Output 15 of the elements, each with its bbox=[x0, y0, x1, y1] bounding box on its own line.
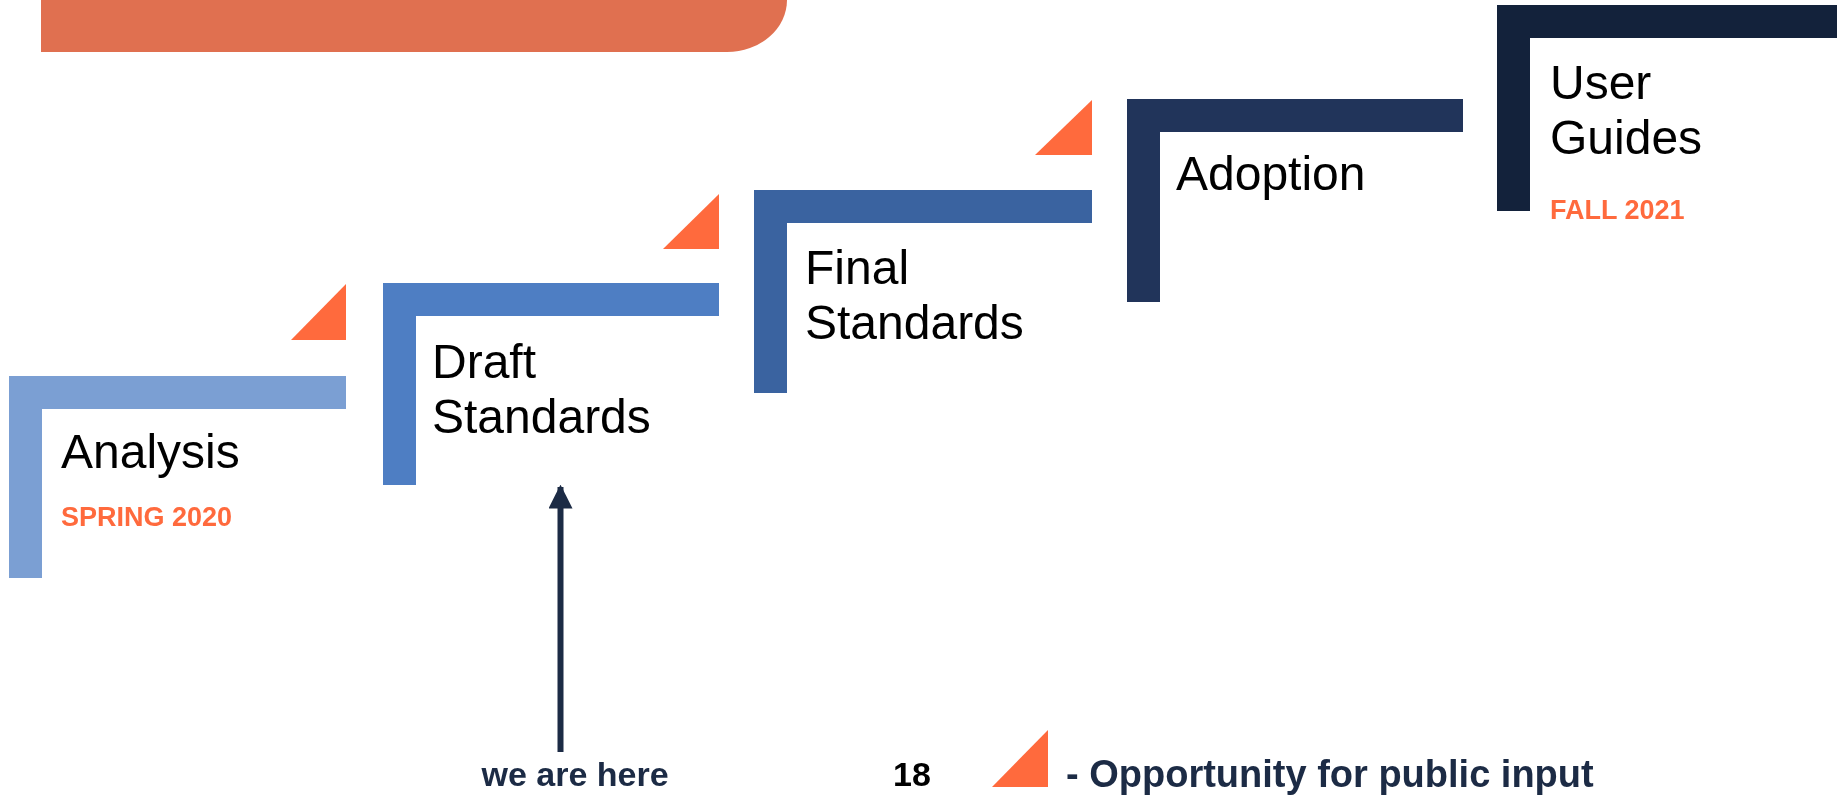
date-label: SPRING 2020 bbox=[61, 502, 233, 534]
page-number: 18 bbox=[893, 754, 931, 795]
step-bracket bbox=[383, 283, 719, 485]
step-label: User Guides bbox=[1550, 55, 1704, 166]
date-label: FALL 2021 bbox=[1550, 195, 1685, 227]
step-bracket bbox=[754, 190, 1092, 393]
arrow bbox=[548, 484, 573, 752]
step-label: Draft Standards bbox=[432, 334, 652, 445]
legend-text: - Opportunity for public input bbox=[1066, 752, 1594, 796]
callout-text: we are here bbox=[430, 752, 720, 796]
step-bracket bbox=[9, 376, 346, 578]
step-bracket bbox=[1127, 99, 1463, 302]
step-label: Final Standards bbox=[805, 240, 1025, 351]
step-label: Analysis bbox=[61, 424, 240, 480]
step-label: Adoption bbox=[1176, 146, 1366, 202]
